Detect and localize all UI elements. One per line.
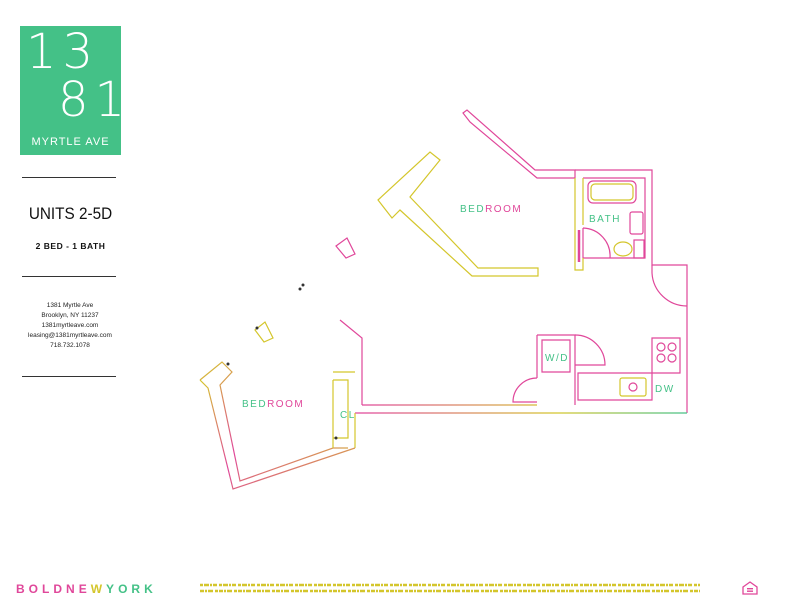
room-label-bedroom-upper: BEDROOM xyxy=(460,204,522,215)
logo-number-top: 13 xyxy=(26,24,100,80)
wall-segment xyxy=(462,109,576,179)
brand-letter: E xyxy=(78,582,91,596)
room-label-dishwasher: DW xyxy=(655,384,675,395)
unit-title: UNITS 2-5D xyxy=(28,204,113,223)
brand-wordmark: BOLDNEWYORK xyxy=(16,582,157,596)
brand-letter: N xyxy=(66,582,79,596)
phone: 718.732.1078 xyxy=(50,342,90,349)
room-label-closet: CL xyxy=(340,410,356,421)
room-label-bedroom-lower: BEDROOM xyxy=(242,399,304,410)
website: 1381myrtleave.com xyxy=(41,322,99,329)
divider xyxy=(22,376,116,377)
brand-letter: O xyxy=(118,582,132,596)
equal-housing-icon xyxy=(742,581,758,595)
email: leasing@1381myrtleave.com xyxy=(28,332,112,339)
brand-letter: B xyxy=(16,582,29,596)
address-line2: Brooklyn, NY 11237 xyxy=(41,312,99,319)
brand-letter: W xyxy=(90,582,107,596)
brand-letter: R xyxy=(131,582,145,596)
brand-letter: Y xyxy=(106,582,119,596)
building-logo: 13 81 MYRTLE AVE xyxy=(20,24,125,155)
disclaimer-fine-print xyxy=(200,583,700,593)
brand-letter: O xyxy=(28,582,43,596)
divider xyxy=(22,276,116,277)
logo-street: MYRTLE AVE xyxy=(31,136,110,148)
divider xyxy=(22,177,116,178)
brand-letter: D xyxy=(53,582,67,596)
logo-number-bottom: 81 xyxy=(58,72,132,128)
brand-letter: K xyxy=(144,582,157,596)
brand-letter: L xyxy=(42,582,54,596)
address-line1: 1381 Myrtle Ave xyxy=(46,302,94,309)
room-label-washer-dryer: W/D xyxy=(545,353,569,364)
unit-type: 2 BED - 1 BATH xyxy=(35,241,106,251)
room-label-bath: BATH xyxy=(589,214,621,225)
